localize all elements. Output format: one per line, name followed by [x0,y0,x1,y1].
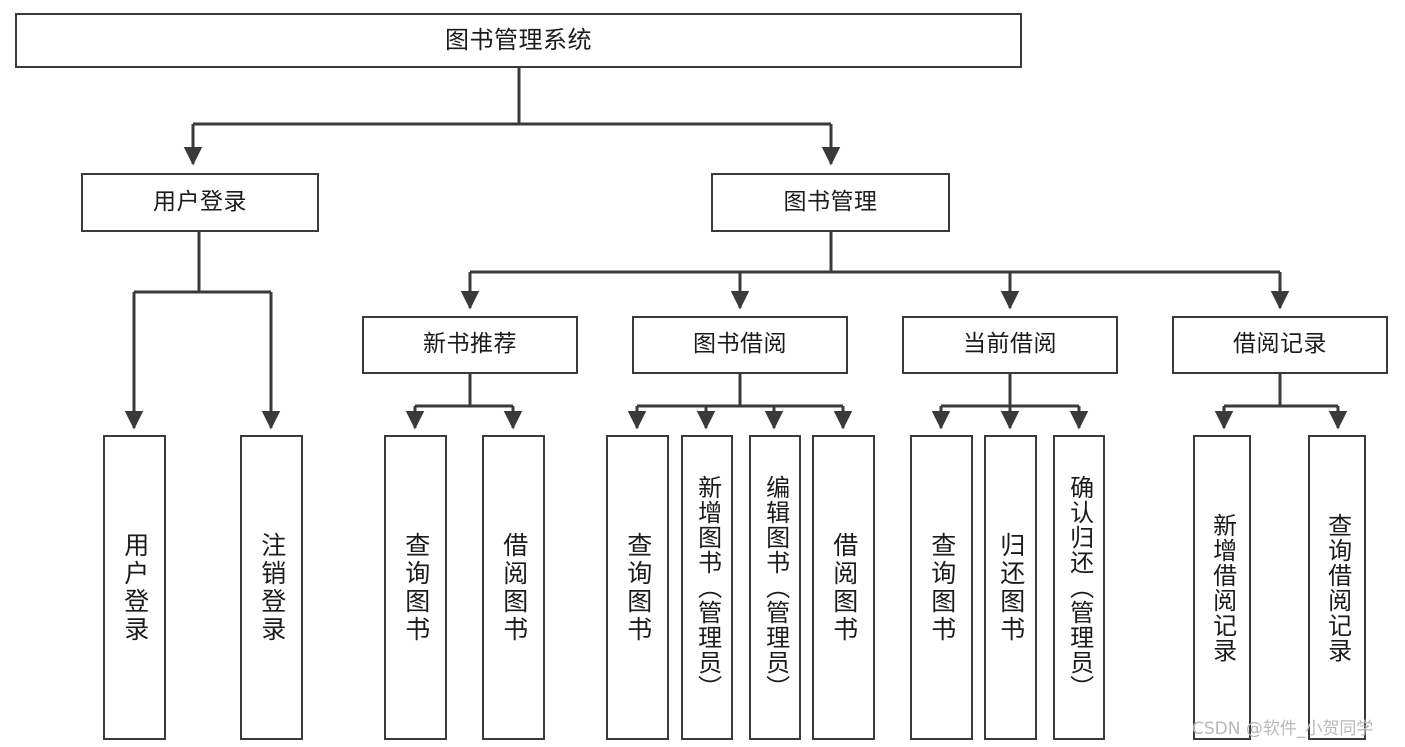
node-user-login[interactable]: 用户登录 [81,173,319,232]
leaf-user-login[interactable]: 用户登录 [103,435,166,740]
node-label: 归还图书 [996,531,1026,644]
leaf-current-query-book[interactable]: 查询图书 [910,435,973,740]
node-label: 图书借阅 [693,331,787,358]
leaf-record-add-record[interactable]: 新增借阅记录 [1193,435,1251,740]
node-label: 新书推荐 [423,331,517,358]
node-label: 注销登录 [257,531,287,644]
node-label: 用户登录 [153,188,247,215]
leaf-recommend-query-book[interactable]: 查询图书 [384,435,447,740]
leaf-borrow-borrow-book[interactable]: 借阅图书 [812,435,875,740]
node-label: 查询图书 [623,531,653,644]
leaf-current-confirm-return-admin[interactable]: 确认归还（管理员） [1053,435,1105,740]
node-book-management[interactable]: 图书管理 [711,173,950,232]
leaf-borrow-add-book-admin[interactable]: 新增图书（管理员） [681,435,733,740]
node-new-book-recommend[interactable]: 新书推荐 [362,316,578,374]
node-current-borrow[interactable]: 当前借阅 [902,316,1118,374]
leaf-recommend-borrow-book[interactable]: 借阅图书 [482,435,545,740]
node-label: 确认归还（管理员） [1065,475,1094,700]
node-label: 借阅图书 [829,531,859,644]
node-label: 当前借阅 [963,331,1057,358]
node-label: 借阅图书 [499,531,529,644]
node-label: 查询图书 [927,531,957,644]
leaf-user-logout[interactable]: 注销登录 [240,435,303,740]
node-label: 编辑图书（管理员） [761,475,790,700]
node-label: 用户登录 [120,531,150,644]
node-label: 图书管理系统 [445,26,592,55]
node-label: 查询图书 [401,531,431,644]
leaf-current-return-book[interactable]: 归还图书 [984,435,1037,740]
leaf-borrow-edit-book-admin[interactable]: 编辑图书（管理员） [749,435,801,740]
leaf-borrow-query-book[interactable]: 查询图书 [606,435,669,740]
node-label: 新增图书（管理员） [693,475,722,700]
node-label: 查询借阅记录 [1323,512,1352,663]
node-borrow-record[interactable]: 借阅记录 [1172,316,1388,374]
node-root-system[interactable]: 图书管理系统 [15,13,1022,68]
node-book-borrow[interactable]: 图书借阅 [632,316,848,374]
csdn-watermark: CSDN @软件_小贺同学 [1192,719,1374,739]
node-label: 图书管理 [783,188,878,215]
leaf-record-query-record[interactable]: 查询借阅记录 [1308,435,1366,740]
node-label: 新增借阅记录 [1208,512,1237,663]
node-label: 借阅记录 [1233,331,1327,358]
